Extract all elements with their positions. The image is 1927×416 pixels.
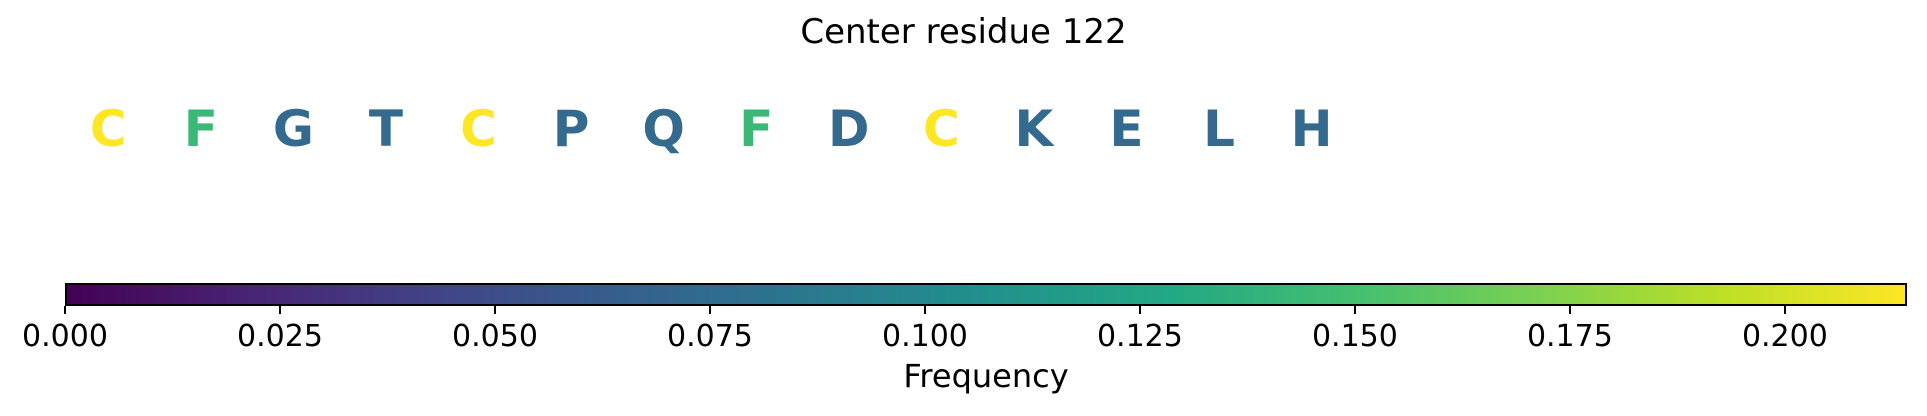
colorbar-tick-label: 0.025 bbox=[237, 319, 323, 354]
sequence-letter-F: F bbox=[183, 100, 218, 158]
sequence-letter-C: C bbox=[922, 100, 960, 158]
sequence-letter-G: G bbox=[272, 100, 314, 158]
sequence-letter-Q: Q bbox=[642, 100, 685, 158]
colorbar-tick-mark bbox=[493, 306, 496, 314]
colorbar-tick-mark bbox=[1783, 306, 1786, 314]
colorbar-tick-label: 0.000 bbox=[22, 319, 108, 354]
colorbar-tick-mark bbox=[1353, 306, 1356, 314]
sequence-letter-K: K bbox=[1014, 100, 1054, 158]
sequence-letter-L: L bbox=[1203, 100, 1235, 158]
colorbar-tick-mark bbox=[923, 306, 926, 314]
colorbar-tick-label: 0.175 bbox=[1526, 319, 1613, 354]
figure-title: Center residue 122 bbox=[800, 12, 1127, 52]
colorbar-tick-mark bbox=[1568, 306, 1571, 314]
sequence-letter-C: C bbox=[89, 100, 127, 158]
colorbar-tick-label: 0.100 bbox=[881, 319, 968, 354]
colorbar-gradient bbox=[65, 283, 1907, 306]
colorbar-tick-label: 0.050 bbox=[452, 319, 538, 354]
sequence-letter-D: D bbox=[828, 100, 870, 158]
colorbar: 0.000 0.025 0.050 0.075 0.100 0.125 0.150 0.175… bbox=[22, 283, 1907, 413]
colorbar-tick-mark bbox=[64, 306, 66, 314]
colorbar-tick-label: 0.150 bbox=[1311, 319, 1398, 354]
colorbar-tick-mark bbox=[708, 306, 711, 314]
colorbar-tick-label: 0.200 bbox=[1741, 319, 1828, 354]
sequence-letter-E: E bbox=[1109, 100, 1144, 158]
sequence-letter-F: F bbox=[739, 100, 774, 158]
colorbar-tick-label: 0.075 bbox=[667, 319, 753, 354]
colorbar-tick-mark bbox=[1138, 306, 1141, 314]
sequence-letter-H: H bbox=[1290, 100, 1333, 158]
colorbar-tick-mark bbox=[278, 306, 281, 314]
sequence-letter-C: C bbox=[460, 100, 497, 158]
sequence-letter-T: T bbox=[368, 100, 404, 158]
colorbar-axis-label: Frequency bbox=[903, 357, 1069, 395]
colorbar-tick-label: 0.125 bbox=[1096, 319, 1183, 354]
sequence-letter-P: P bbox=[552, 100, 590, 158]
